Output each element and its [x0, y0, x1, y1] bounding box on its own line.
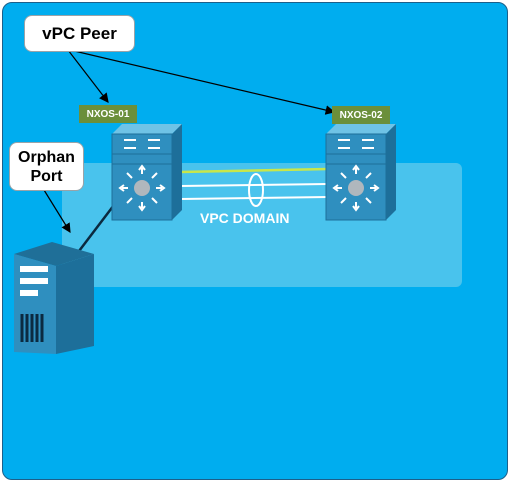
port-channel-ellipse	[248, 173, 264, 207]
vpc-peer-callout: vPC Peer	[24, 15, 135, 52]
peer-link-yellow	[179, 167, 329, 174]
switch-label-nxos-02: NXOS-02	[332, 106, 390, 124]
vpc-peer-pointer-1	[67, 49, 109, 103]
orphan-port-pointer	[43, 189, 71, 234]
orphan-link	[75, 204, 115, 256]
peer-link-1	[179, 183, 329, 187]
server-icon	[14, 242, 94, 354]
switch-icon	[111, 124, 182, 221]
vpc-peer-pointer-2	[69, 49, 336, 115]
switch-icon	[325, 124, 396, 221]
peer-link-2	[179, 196, 329, 200]
vpc-domain-label: VPC DOMAIN	[200, 210, 290, 226]
switch-label-nxos-01: NXOS-01	[79, 105, 137, 123]
orphan-port-callout: Orphan Port	[9, 142, 84, 191]
